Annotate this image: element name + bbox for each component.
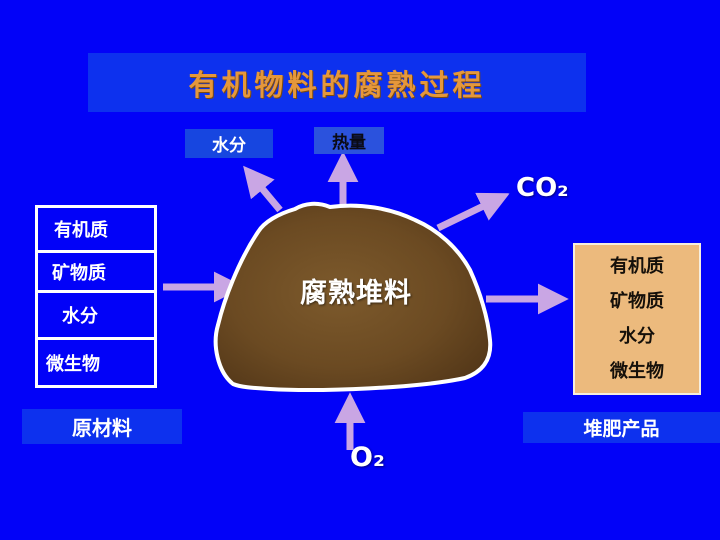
arrow-to-co2 (436, 192, 510, 232)
output-water-label: 水分 (212, 136, 246, 156)
product-item-organic: 有机质 (610, 256, 664, 277)
product-item-mineral: 矿物质 (610, 291, 664, 312)
flow-arrows (163, 151, 569, 450)
slide-title: 有机物料的腐熟过程 (188, 67, 486, 102)
raw-materials-box: 有机质 矿物质 水分 微生物 (35, 205, 157, 388)
o2-label: O₂ (350, 442, 385, 473)
arrow-to-water (243, 165, 283, 213)
output-heat-box: 热量 (314, 127, 384, 154)
compost-pile-label: 腐熟堆料 (300, 278, 412, 309)
raw-materials-caption-label: 原材料 (72, 416, 132, 440)
raw-materials-caption: 原材料 (22, 409, 182, 444)
list-item: 微生物 (38, 340, 154, 385)
output-water-box: 水分 (185, 129, 273, 158)
raw-item-mineral: 矿物质 (52, 262, 106, 284)
list-item: 有机质 (38, 208, 154, 253)
output-heat-label: 热量 (332, 133, 366, 153)
list-item: 水分 (38, 293, 154, 340)
raw-item-microbes: 微生物 (46, 353, 100, 375)
compost-product-box: 有机质 矿物质 水分 微生物 (573, 243, 701, 395)
co2-label: CO₂ (516, 173, 569, 203)
raw-item-water: 水分 (62, 306, 98, 327)
compost-product-caption-label: 堆肥产品 (583, 418, 660, 440)
raw-item-organic: 有机质 (54, 220, 108, 241)
compost-product-caption: 堆肥产品 (523, 412, 720, 443)
compost-pile-shape (213, 201, 493, 392)
product-item-microbes: 微生物 (610, 361, 664, 382)
title-bar: 有机物料的腐熟过程 (88, 53, 586, 112)
product-item-water: 水分 (619, 326, 655, 347)
list-item: 矿物质 (38, 253, 154, 293)
